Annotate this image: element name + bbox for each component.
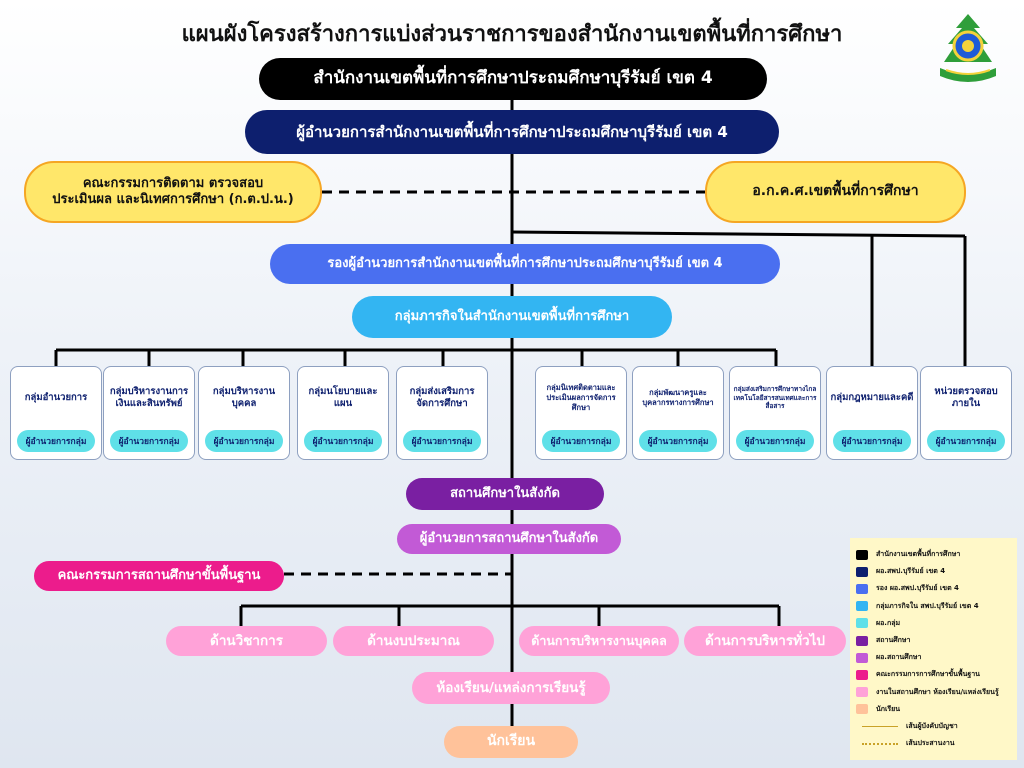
- legend-label: ผอ.สถานศึกษา: [876, 653, 922, 662]
- group-director-button[interactable]: ผู้อำนวยการกลุ่ม: [927, 430, 1005, 452]
- group-title: กลุ่มอำนวยการ: [24, 391, 88, 403]
- legend-item: ผอ.สพป.บุรีรัมย์ เขต 4: [856, 563, 1011, 580]
- legend-line-item: เส้นประสานงาน: [856, 735, 1011, 752]
- legend-item: กลุ่มภารกิจใน สพป.บุรีรัมย์ เขต 4: [856, 598, 1011, 615]
- legend-swatch: [856, 566, 868, 577]
- group-card-legal[interactable]: กลุ่มกฎหมายและคดี ผู้อำนวยการกลุ่ม: [826, 366, 918, 460]
- group-director-button[interactable]: ผู้อำนวยการกลุ่ม: [110, 430, 188, 452]
- legend-label: รอง ผอ.สพป.บุรีรัมย์ เขต 4: [876, 584, 959, 593]
- legend-label: สถานศึกษา: [876, 636, 911, 645]
- group-title: กลุ่มนิเทศติดตามและประเมินผลการจัดการศึก…: [546, 383, 616, 412]
- group-director-button[interactable]: ผู้อำนวยการกลุ่ม: [17, 430, 95, 452]
- legend-swatch: [856, 687, 868, 698]
- legend-swatch: [856, 704, 868, 715]
- legend-label: ผอ.กลุ่ม: [876, 618, 901, 627]
- group-title: กลุ่มบริหารงานการเงินและสินทรัพย์: [109, 385, 189, 409]
- legend-swatch: [856, 652, 868, 663]
- legend: สำนักงานเขตพื้นที่การศึกษา ผอ.สพป.บุรีรั…: [850, 538, 1017, 760]
- legend-swatch: [856, 583, 868, 594]
- group-title: กลุ่มนโยบายและแผน: [308, 385, 378, 409]
- legend-item: ผอ.กลุ่ม: [856, 615, 1011, 632]
- school-director-box: ผู้อำนวยการสถานศึกษาในสังกัด: [397, 524, 621, 554]
- group-card-audit[interactable]: หน่วยตรวจสอบภายใน ผู้อำนวยการกลุ่ม: [920, 366, 1012, 460]
- legend-item: สถานศึกษา: [856, 632, 1011, 649]
- deputy-director-box: รองผู้อำนวยการสำนักงานเขตพื้นที่การศึกษา…: [270, 244, 780, 284]
- group-director-button[interactable]: ผู้อำนวยการกลุ่ม: [304, 430, 382, 452]
- legend-swatch: [856, 618, 868, 629]
- group-title: กลุ่มกฎหมายและคดี: [830, 391, 914, 403]
- legend-label: นักเรียน: [876, 704, 901, 713]
- legend-label: คณะกรรมการการศึกษาขั้นพื้นฐาน: [876, 670, 980, 679]
- office-box: สำนักงานเขตพื้นที่การศึกษาประถมศึกษาบุรี…: [259, 58, 767, 100]
- legend-dotted-line: [862, 742, 898, 745]
- legend-label: งานในสถานศึกษา ห้องเรียน/แหล่งเรียนรู้: [876, 687, 999, 696]
- legend-solid-line: [862, 725, 898, 727]
- group-card-personnel[interactable]: กลุ่มบริหารงานบุคคล ผู้อำนวยการกลุ่ม: [198, 366, 290, 460]
- group-card-promotion[interactable]: กลุ่มส่งเสริมการจัดการศึกษา ผู้อำนวยการก…: [396, 366, 488, 460]
- legend-item: สำนักงานเขตพื้นที่การศึกษา: [856, 546, 1011, 563]
- classroom-box: ห้องเรียน/แหล่งการเรียนรู้: [412, 672, 610, 704]
- legend-label: เส้นประสานงาน: [906, 739, 955, 748]
- monitoring-committee-line2: ประเมินผล และนิเทศการศึกษา (ก.ต.ป.น.): [52, 192, 294, 207]
- legend-item: นักเรียน: [856, 701, 1011, 718]
- group-director-button[interactable]: ผู้อำนวยการกลุ่ม: [833, 430, 911, 452]
- group-title: กลุ่มพัฒนาครูและบุคลากรทางการศึกษา: [642, 388, 714, 407]
- legend-label: ผอ.สพป.บุรีรัมย์ เขต 4: [876, 567, 946, 576]
- area-academic-box: ด้านวิชาการ: [166, 626, 327, 656]
- legend-swatch: [856, 669, 868, 680]
- emblem-logo: [940, 14, 996, 82]
- group-card-admin[interactable]: กลุ่มอำนวยการ ผู้อำนวยการกลุ่ม: [10, 366, 102, 460]
- group-director-button[interactable]: ผู้อำนวยการกลุ่ม: [403, 430, 481, 452]
- schools-box: สถานศึกษาในสังกัด: [406, 478, 604, 510]
- legend-item: งานในสถานศึกษา ห้องเรียน/แหล่งเรียนรู้: [856, 684, 1011, 701]
- group-director-button[interactable]: ผู้อำนวยการกลุ่ม: [542, 430, 620, 452]
- monitoring-committee-box: คณะกรรมการติดตาม ตรวจสอบ ประเมินผล และนิ…: [24, 161, 322, 223]
- legend-swatch: [856, 601, 868, 612]
- legend-label: เส้นผู้บังคับบัญชา: [906, 721, 958, 730]
- legend-line-item: เส้นผู้บังคับบัญชา: [856, 718, 1011, 735]
- chart-title: แผนผังโครงสร้างการแบ่งส่วนราชการของสำนัก…: [181, 22, 843, 47]
- group-title: หน่วยตรวจสอบภายใน: [934, 385, 998, 409]
- group-title: กลุ่มส่งเสริมการศึกษาทางไกล เทคโนโลยีสาร…: [733, 385, 817, 411]
- group-card-supervision[interactable]: กลุ่มนิเทศติดตามและประเมินผลการจัดการศึก…: [535, 366, 627, 460]
- legend-label: กลุ่มภารกิจใน สพป.บุรีรัมย์ เขต 4: [876, 601, 979, 610]
- group-director-button[interactable]: ผู้อำนวยการกลุ่ม: [205, 430, 283, 452]
- group-card-ict[interactable]: กลุ่มส่งเสริมการศึกษาทางไกล เทคโนโลยีสาร…: [729, 366, 821, 460]
- group-director-button[interactable]: ผู้อำนวยการกลุ่ม: [639, 430, 717, 452]
- area-general-box: ด้านการบริหารทั่วไป: [684, 626, 846, 656]
- legend-item: รอง ผอ.สพป.บุรีรัมย์ เขต 4: [856, 580, 1011, 597]
- area-budget-box: ด้านงบประมาณ: [333, 626, 494, 656]
- group-title: กลุ่มส่งเสริมการจัดการศึกษา: [409, 385, 475, 409]
- basic-education-committee-box: คณะกรรมการสถานศึกษาขั้นพื้นฐาน: [34, 561, 284, 591]
- legend-item: คณะกรรมการการศึกษาขั้นพื้นฐาน: [856, 666, 1011, 683]
- students-box: นักเรียน: [444, 726, 578, 758]
- mission-group-box: กลุ่มภารกิจในสำนักงานเขตพื้นที่การศึกษา: [352, 296, 672, 338]
- legend-label: สำนักงานเขตพื้นที่การศึกษา: [876, 550, 961, 559]
- group-card-finance[interactable]: กลุ่มบริหารงานการเงินและสินทรัพย์ ผู้อำน…: [103, 366, 195, 460]
- legend-swatch: [856, 549, 868, 560]
- group-card-policy[interactable]: กลุ่มนโยบายและแผน ผู้อำนวยการกลุ่ม: [297, 366, 389, 460]
- personnel-committee-box: อ.ก.ค.ศ.เขตพื้นที่การศึกษา: [705, 161, 966, 223]
- area-personnel-box: ด้านการบริหารงานบุคคล: [519, 626, 679, 656]
- legend-swatch: [856, 635, 868, 646]
- group-title: กลุ่มบริหารงานบุคคล: [212, 385, 276, 409]
- legend-item: ผอ.สถานศึกษา: [856, 649, 1011, 666]
- monitoring-committee-line1: คณะกรรมการติดตาม ตรวจสอบ: [82, 175, 264, 191]
- group-director-button[interactable]: ผู้อำนวยการกลุ่ม: [736, 430, 814, 452]
- director-box: ผู้อำนวยการสำนักงานเขตพื้นที่การศึกษาประ…: [245, 110, 779, 154]
- group-card-teacher-dev[interactable]: กลุ่มพัฒนาครูและบุคลากรทางการศึกษา ผู้อำ…: [632, 366, 724, 460]
